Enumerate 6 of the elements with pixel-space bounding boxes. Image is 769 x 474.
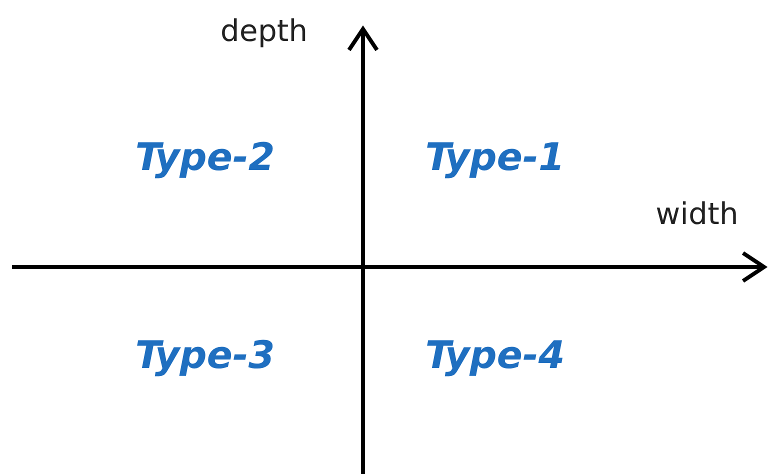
quadrant-label: Type-3 [135,336,275,374]
axis-label: width [656,200,738,230]
quadrant-label: Type-2 [135,138,275,176]
quadrant-label: Type-1 [425,138,565,176]
axis-label: depth [220,17,308,47]
quadrant-label: Type-4 [425,336,565,374]
